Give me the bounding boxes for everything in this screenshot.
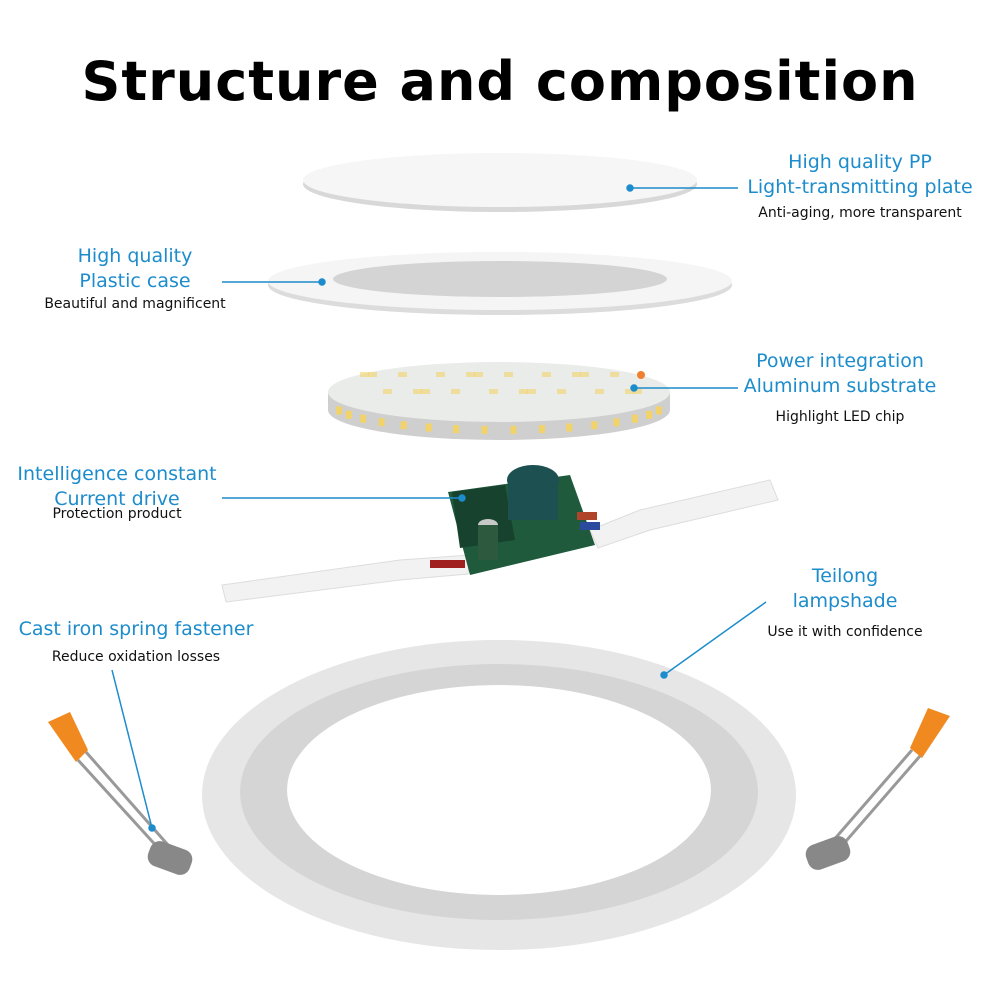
- led-chip: [421, 389, 430, 394]
- label-line: lampshade: [792, 590, 898, 612]
- led-chip: [572, 372, 581, 377]
- teilong-lampshade: [201, 639, 796, 951]
- led-chip: [489, 389, 498, 394]
- page-title: Structure and composition: [81, 50, 919, 113]
- led-chip: [646, 410, 653, 419]
- led-chip: [633, 389, 642, 394]
- led-chip: [360, 414, 367, 423]
- label-plastic-case: High quality Plastic case: [20, 244, 250, 294]
- desc-driver: Protection product: [52, 506, 182, 522]
- led-chip: [436, 372, 445, 377]
- label-line: Aluminum substrate: [743, 375, 937, 397]
- led-chip: [400, 421, 407, 430]
- label-spring-fastener: Cast iron spring fastener: [0, 617, 272, 642]
- led-chip: [425, 423, 432, 432]
- led-chip: [539, 425, 546, 434]
- label-line: Plastic case: [79, 270, 191, 292]
- led-chip: [481, 425, 488, 434]
- led-chip: [345, 410, 352, 419]
- led-chip: [383, 389, 392, 394]
- led-chip: [655, 406, 662, 415]
- led-chip: [451, 389, 460, 394]
- label-line: Teilong: [811, 565, 879, 587]
- label-line: Power integration: [756, 350, 924, 372]
- led-chip: [595, 389, 604, 394]
- led-chip: [368, 372, 377, 377]
- led-chip: [336, 406, 343, 415]
- led-chip: [398, 372, 407, 377]
- led-chip: [613, 418, 620, 427]
- aluminum-substrate: [328, 362, 670, 440]
- label-line: Light-transmitting plate: [747, 176, 973, 198]
- led-chip: [580, 372, 589, 377]
- led-chip: [557, 389, 566, 394]
- label-lampshade: Teilong lampshade: [730, 564, 960, 614]
- desc-aluminum-substrate: Highlight LED chip: [775, 409, 905, 425]
- desc-plastic-case: Beautiful and magnificent: [44, 296, 226, 312]
- label-line: Intelligence constant: [17, 463, 217, 485]
- led-chip: [466, 372, 475, 377]
- led-chip: [542, 372, 551, 377]
- label-line: Cast iron spring fastener: [18, 618, 254, 640]
- label-line: High quality: [77, 245, 193, 267]
- led-chip: [610, 372, 619, 377]
- led-chip: [510, 425, 517, 434]
- led-chip: [413, 389, 422, 394]
- desc-pp-plate: Anti-aging, more transparent: [758, 205, 962, 221]
- label-pp-plate: High quality PP Light-transmitting plate: [730, 150, 990, 200]
- led-chip: [631, 414, 638, 423]
- label-line: High quality PP: [788, 151, 932, 173]
- led-chip: [566, 423, 573, 432]
- led-chip: [474, 372, 483, 377]
- led-chip: [591, 421, 598, 430]
- led-chip: [527, 389, 536, 394]
- label-aluminum-substrate: Power integration Aluminum substrate: [725, 349, 955, 399]
- desc-spring-fastener: Reduce oxidation losses: [51, 649, 221, 665]
- led-chip: [452, 425, 459, 434]
- led-chip: [519, 389, 528, 394]
- spring-fastener-left: [48, 712, 193, 875]
- desc-lampshade: Use it with confidence: [767, 624, 923, 640]
- pp-light-plate: [303, 153, 697, 212]
- led-chip: [504, 372, 513, 377]
- plastic-case: [268, 252, 732, 315]
- led-chip: [625, 389, 634, 394]
- led-chip: [360, 372, 369, 377]
- led-chip: [378, 418, 385, 427]
- label-line: Current drive: [54, 488, 180, 510]
- leader-lines: [111, 184, 767, 832]
- led-driver: [221, 465, 779, 603]
- label-driver: Intelligence constant Current drive: [0, 462, 234, 512]
- spring-fastener-right: [805, 708, 950, 870]
